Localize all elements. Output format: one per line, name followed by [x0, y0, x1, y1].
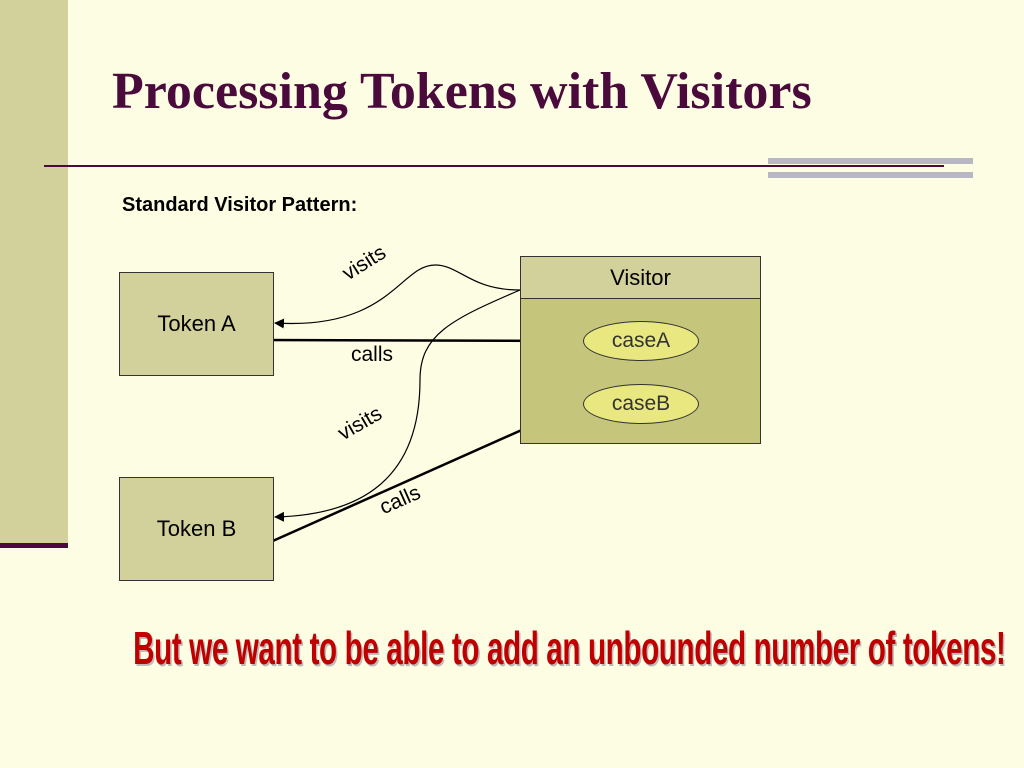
visits-b-edge — [274, 289, 521, 522]
calls-a-label: calls — [351, 343, 394, 366]
visitor-header: Visitor — [521, 257, 760, 299]
visits-a-edge — [274, 264, 521, 329]
title-rule — [44, 165, 944, 167]
left-accent-foot — [0, 543, 68, 548]
left-accent-band — [0, 0, 68, 545]
token-b-box: Token B — [119, 477, 274, 581]
title-rule-bar-top — [768, 158, 973, 164]
case-a-oval: caseA — [583, 321, 699, 361]
token-a-box: Token A — [119, 272, 274, 376]
token-a-label: Token A — [157, 311, 236, 336]
case-a-label: caseA — [611, 329, 671, 352]
visitor-label: Visitor — [610, 264, 671, 290]
case-b-oval: caseB — [583, 384, 699, 424]
title-rule-bar-bottom — [768, 172, 973, 178]
case-b-label: caseB — [611, 392, 671, 415]
bottom-banner: But we want to be able to add an unbound… — [133, 623, 1006, 675]
visitor-box: Visitor caseA caseB — [520, 256, 761, 444]
token-b-label: Token B — [156, 516, 237, 541]
subtitle: Standard Visitor Pattern: — [122, 194, 358, 216]
slide-title: Processing Tokens with Visitors — [112, 63, 812, 120]
